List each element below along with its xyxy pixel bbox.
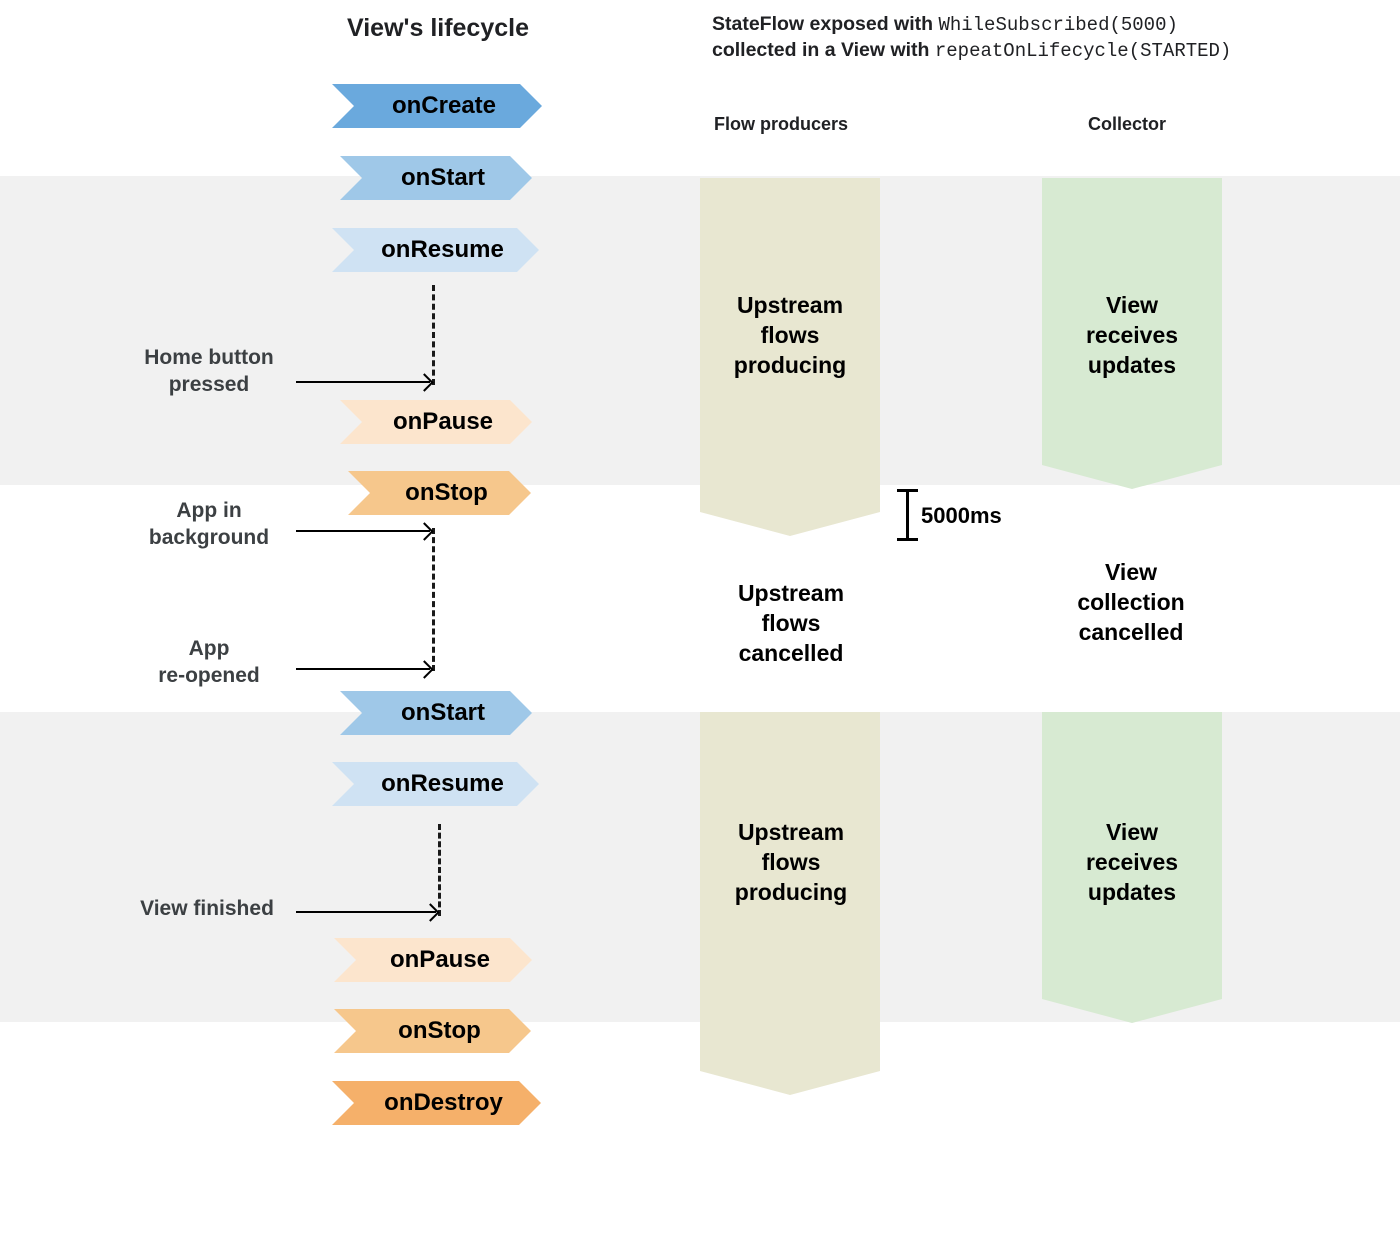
lifecycle-label-onstart-second: onStart — [401, 699, 485, 726]
flow-producers-column-title: Flow producers — [714, 114, 849, 134]
event-label-view-finished: View finished — [140, 897, 274, 920]
stream-text-view-collection-cancelled: View collection cancelled — [1077, 559, 1185, 645]
timing-bracket-stem — [906, 489, 909, 541]
lifecycle-chevron-onpause-second: onPause — [334, 938, 532, 982]
lifecycle-label-onresume-second: onResume — [381, 770, 504, 797]
lifecycle-chevron-onstart-second: onStart — [340, 691, 532, 735]
event-label-home-button-pressed: Home button pressed — [144, 346, 274, 396]
stream-text-view-receives-updates-first: View receives updates — [1085, 292, 1179, 378]
stream-text-upstream-flows-producing-second: Upstream flows producing — [734, 819, 848, 905]
lifecycle-label-onstart-first: onStart — [401, 164, 485, 191]
lifecycle-column-title: View's lifecycle — [347, 14, 529, 42]
stateflow-header-line2: collected in a View with repeatOnLifecyc… — [712, 38, 1231, 64]
arrow-icon-view-finished — [296, 911, 436, 913]
dashed-guide-line-third — [438, 824, 441, 916]
stateflow-header-title: StateFlow exposed with WhileSubscribed(5… — [712, 12, 1231, 64]
event-label-app-in-background: App in background — [148, 499, 270, 549]
stateflow-line2-bold: collected in a View with — [712, 39, 935, 61]
lifecycle-chevron-onresume-first: onResume — [332, 228, 539, 272]
lifecycle-chevron-onpause-first: onPause — [340, 400, 532, 444]
event-label-app-reopened: App re-opened — [158, 637, 260, 687]
lifecycle-chevron-onstop-second: onStop — [334, 1009, 531, 1053]
arrow-icon-home-button — [296, 381, 430, 383]
arrow-icon-app-reopened — [296, 668, 430, 670]
lifecycle-label-onpause-second: onPause — [389, 946, 491, 973]
stateflow-line2-code: repeatOnLifecycle(STARTED) — [934, 40, 1232, 62]
lifecycle-label-onpause-first: onPause — [392, 408, 494, 435]
stream-band-collector-second — [1042, 712, 1222, 1023]
lifecycle-label-onstop-first: onStop — [405, 479, 488, 506]
timing-bracket-icon — [897, 489, 918, 541]
lifecycle-chevron-oncreate: onCreate — [332, 84, 542, 128]
lifecycle-chevron-ondestroy: onDestroy — [332, 1081, 541, 1125]
lifecycle-label-onresume-first: onResume — [381, 236, 504, 263]
arrow-icon-app-background — [296, 530, 430, 532]
dashed-guide-line-first — [432, 285, 435, 385]
stream-band-producer-second — [700, 712, 880, 1095]
stream-band-producer-first — [700, 178, 880, 536]
lifecycle-chevron-onstop-first: onStop — [348, 471, 531, 515]
collector-column-title: Collector — [1088, 114, 1167, 134]
timing-label: 5000ms — [921, 503, 1002, 528]
stream-text-upstream-flows-cancelled: Upstream flows cancelled — [737, 580, 845, 666]
stateflow-line1-code: WhileSubscribed(5000) — [938, 14, 1178, 36]
stateflow-header-line1: StateFlow exposed with WhileSubscribed(5… — [712, 12, 1231, 38]
timing-bracket-cap-bottom — [897, 538, 918, 541]
stateflow-line1-bold: StateFlow exposed with — [712, 13, 939, 35]
stream-text-view-receives-updates-second: View receives updates — [1085, 819, 1179, 905]
lifecycle-label-oncreate: onCreate — [391, 92, 497, 119]
lifecycle-label-ondestroy: onDestroy — [384, 1089, 503, 1116]
lifecycle-chevron-onstart-first: onStart — [340, 156, 532, 200]
lifecycle-chevron-onresume-second: onResume — [332, 762, 539, 806]
dashed-guide-line-second — [432, 528, 435, 671]
lifecycle-label-onstop-second: onStop — [398, 1017, 481, 1044]
stream-text-upstream-flows-producing-first: Upstream flows producing — [733, 292, 847, 378]
stream-band-collector-first — [1042, 178, 1222, 489]
